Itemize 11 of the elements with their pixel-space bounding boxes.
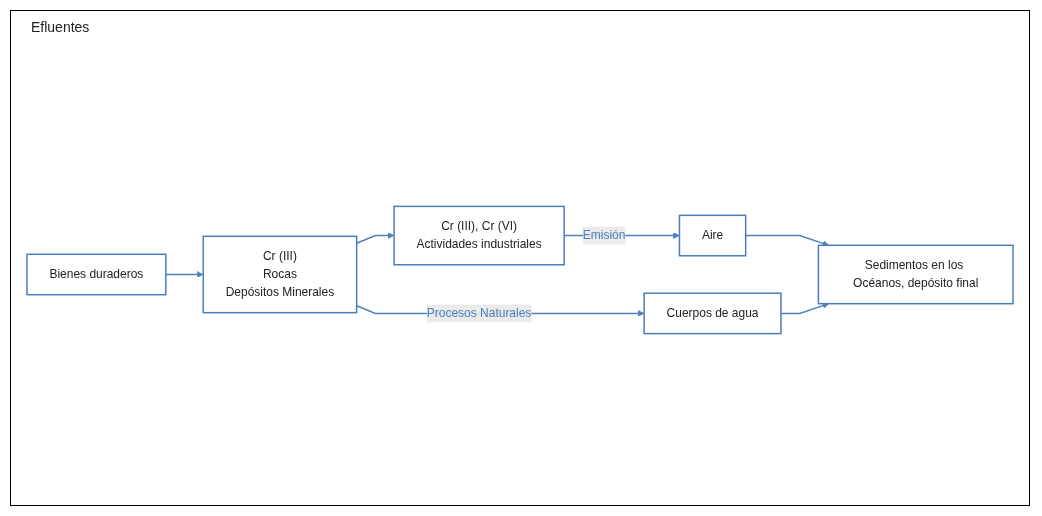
node-box: Bienes duraderos	[26, 253, 167, 296]
node-box: Aire	[678, 214, 747, 257]
node-box: Cr (III) Rocas Depósitos Minerales	[202, 235, 358, 314]
arrow	[165, 271, 204, 278]
edge-label: Procesos Naturales	[426, 306, 532, 320]
node-box: Cuerpos de agua	[643, 292, 782, 335]
note-text: Efluentes	[31, 19, 90, 35]
edge-label: Emisión	[582, 228, 626, 242]
arrow	[780, 302, 829, 315]
node-box: Cr (III), Cr (VI) Actividades industriales	[393, 205, 565, 266]
node-box: Sedimentos en los Océanos, depósito final	[817, 244, 1014, 305]
